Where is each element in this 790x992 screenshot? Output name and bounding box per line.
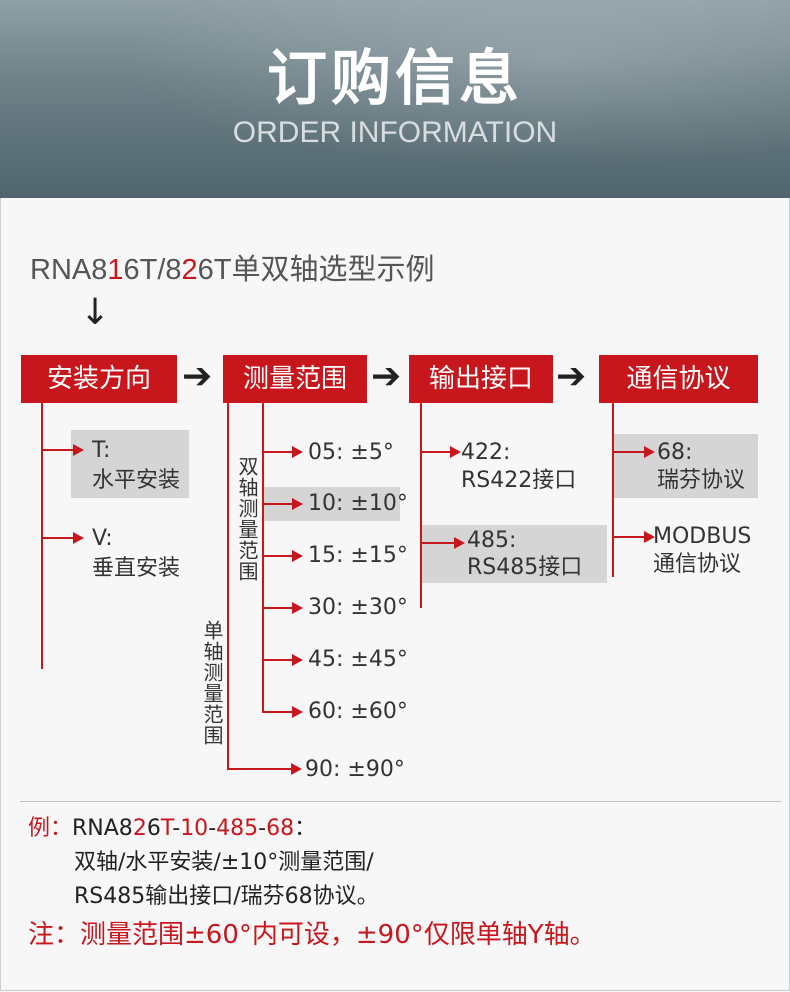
example-part: 6 — [146, 816, 161, 841]
down-arrow-icon: ↓ — [80, 292, 111, 333]
example-line-1: 例：RNA826T-10-485-68： — [28, 812, 379, 846]
note-text: 注：测量范围±60°内可设，±90°仅限单轴Y轴。 — [28, 920, 596, 950]
example-part: - — [208, 816, 217, 841]
connector-line — [262, 403, 264, 713]
connector-line — [262, 607, 292, 609]
page-subtitle: ORDER INFORMATION — [232, 116, 558, 149]
measure-range-box: 测量范围 — [223, 355, 367, 403]
mount-direction-box: 安装方向 — [21, 355, 177, 403]
arrow-head-icon — [644, 531, 655, 543]
example-part: RNA8 — [72, 816, 133, 841]
connector-line — [41, 403, 43, 669]
arrow-head-icon — [73, 444, 84, 456]
example-part: 10 — [180, 816, 209, 841]
dual-axis-range-label: 双轴测量范围 — [235, 456, 259, 582]
example-prefix: 例： — [28, 816, 73, 841]
protocol-option-code: MODBUS — [653, 524, 752, 549]
highlight-bar — [613, 434, 758, 498]
mount-option-code: V: — [92, 526, 113, 551]
arrow-head-icon — [644, 446, 655, 458]
output-interface-box: 输出接口 — [409, 355, 553, 403]
connector-line — [227, 768, 291, 770]
divider — [20, 801, 782, 802]
header-banner: 订购信息 ORDER INFORMATION — [0, 0, 790, 198]
arrow-head-icon — [292, 498, 303, 510]
arrow-head-icon — [292, 706, 303, 718]
output-option-code: 422: — [461, 440, 511, 465]
protocol-box: 通信协议 — [599, 355, 758, 403]
example-part: 68 — [266, 816, 295, 841]
example-part: ： — [294, 816, 317, 841]
arrow-head-icon — [454, 537, 465, 549]
protocol-option-code: 68: — [657, 440, 693, 465]
mount-option-label: 水平安装 — [92, 468, 181, 493]
highlight-bar — [71, 430, 189, 498]
connector-line — [262, 711, 292, 713]
connector-line — [262, 555, 292, 557]
mount-option-label: 垂直安装 — [92, 556, 181, 581]
arrow-head-icon — [73, 532, 84, 544]
output-option-label: RS485接口 — [467, 555, 583, 580]
example-line-3: RS485输出接口/瑞芬68协议。 — [74, 884, 379, 909]
protocol-option-label: 瑞芬协议 — [657, 468, 746, 493]
order-example: 例：RNA826T-10-485-68： 双轴/水平安装/±10°测量范围/ R… — [28, 812, 379, 914]
output-option-label: RS422接口 — [461, 468, 577, 493]
example-part: 485 — [216, 816, 259, 841]
connector-line — [227, 403, 229, 769]
range-option: 60: ±60° — [308, 699, 408, 724]
model-part: 6T/8 — [123, 254, 182, 286]
connector-line — [41, 449, 73, 451]
highlight-bar — [421, 525, 607, 583]
right-arrow-icon: ➔ — [182, 356, 213, 397]
right-arrow-icon: ➔ — [556, 356, 587, 397]
connector-line — [262, 659, 292, 661]
arrow-head-icon — [292, 602, 303, 614]
arrow-head-icon — [292, 654, 303, 666]
example-part: - — [258, 816, 267, 841]
connector-line — [612, 536, 644, 538]
model-part: RNA8 — [30, 254, 108, 286]
example-line-2: 双轴/水平安装/±10°测量范围/ — [74, 850, 374, 875]
arrow-head-icon — [291, 763, 302, 775]
connector-line — [41, 537, 73, 539]
example-part: - — [172, 816, 181, 841]
protocol-option-label: 通信协议 — [653, 552, 742, 577]
arrow-head-icon — [450, 446, 461, 458]
arrow-head-icon — [292, 446, 303, 458]
example-part: 2 — [132, 816, 147, 841]
connector-line — [262, 451, 292, 453]
page-title: 订购信息 — [267, 44, 523, 114]
range-option: 05: ±5° — [308, 440, 394, 465]
single-axis-range-label: 单轴测量范围 — [200, 620, 224, 746]
model-highlight: 1 — [107, 254, 124, 286]
connector-line — [420, 542, 454, 544]
range-option: 15: ±15° — [308, 543, 408, 568]
right-arrow-icon: ➔ — [371, 356, 402, 397]
range-option: 10: ±10° — [308, 491, 408, 516]
model-highlight: 2 — [181, 254, 198, 286]
range-option: 30: ±30° — [308, 595, 408, 620]
connector-line — [420, 451, 450, 453]
mount-option-code: T: — [92, 438, 111, 463]
connector-line — [612, 403, 614, 577]
arrow-head-icon — [292, 550, 303, 562]
header-background — [0, 0, 790, 198]
output-option-code: 485: — [467, 528, 517, 553]
connector-line — [612, 451, 644, 453]
model-title: RNA816T/826T单双轴选型示例 — [30, 246, 435, 288]
model-part: 6T单双轴选型示例 — [197, 254, 435, 286]
connector-line — [262, 503, 292, 505]
connector-line — [420, 403, 422, 608]
example-part: T — [160, 816, 173, 841]
range-option: 45: ±45° — [308, 647, 408, 672]
range-option: 90: ±90° — [305, 757, 405, 782]
